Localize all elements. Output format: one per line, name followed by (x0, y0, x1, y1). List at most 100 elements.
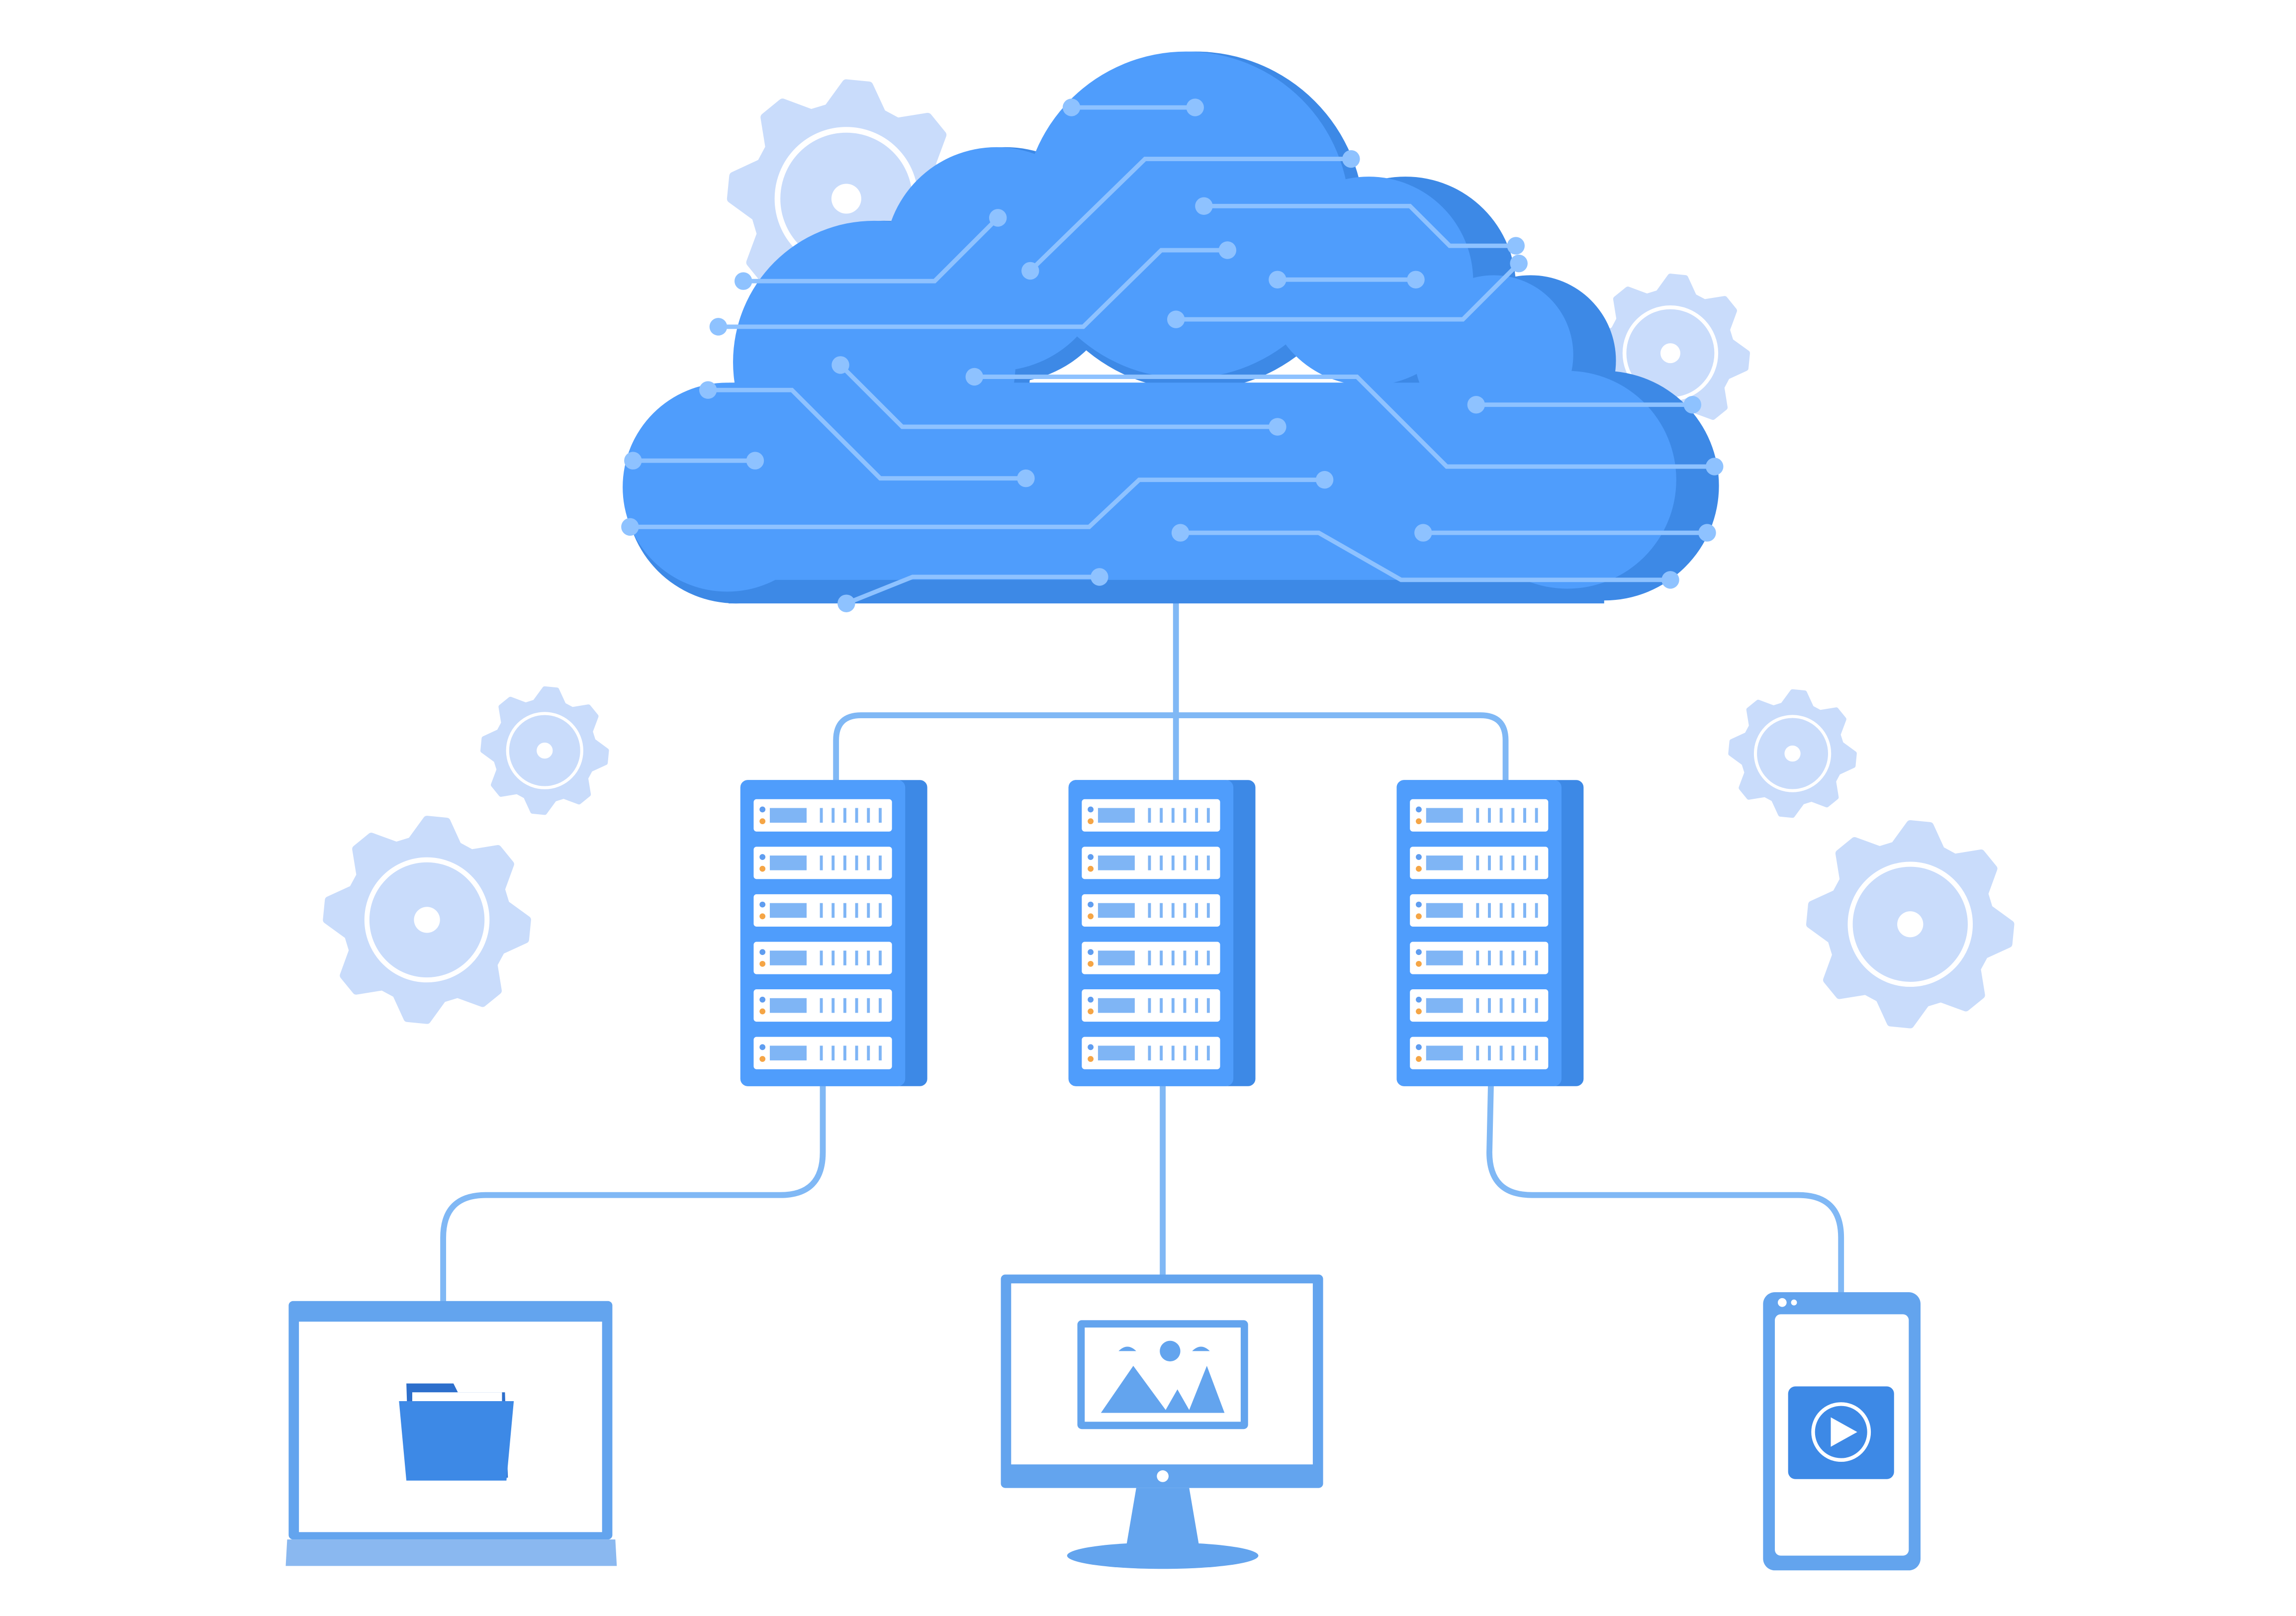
circuit-node (1342, 150, 1360, 168)
vent-bar (1499, 856, 1503, 870)
gear-hub (1897, 911, 1924, 938)
status-led (759, 854, 766, 860)
slot-label (770, 1046, 807, 1060)
image-icon (1077, 1320, 1248, 1429)
vent-bar (1511, 1046, 1515, 1060)
vent-bar (820, 856, 823, 870)
status-led (1416, 1056, 1422, 1062)
gear-icon (323, 816, 531, 1024)
status-led (759, 818, 766, 825)
vent-bar (1476, 951, 1479, 965)
vent-bar (1535, 856, 1538, 870)
status-led (1416, 996, 1422, 1003)
status-led (1088, 960, 1094, 967)
vent-bar (1535, 951, 1538, 965)
circuit-trace (838, 363, 1278, 429)
vent-bar (1183, 998, 1187, 1013)
vent-bar (831, 903, 835, 918)
vent-bar (1523, 808, 1526, 823)
vent-bar (1488, 808, 1491, 823)
vent-bar (1488, 903, 1491, 918)
gear-hub (1660, 343, 1680, 364)
slot-label (1098, 903, 1135, 918)
vent-bar (820, 951, 823, 965)
slot-label (770, 856, 807, 870)
vent-bar (855, 808, 858, 823)
circuit-node (1269, 418, 1286, 436)
vent-bar (1160, 951, 1163, 965)
circuit-node (831, 356, 849, 374)
vent-bar (1499, 903, 1503, 918)
circuit-dots (621, 98, 1724, 612)
server-to-phone-line (1486, 1086, 1844, 1294)
vent-bar (1511, 903, 1515, 918)
circuit-node (965, 368, 984, 386)
vent-bar (1206, 998, 1210, 1013)
status-led (1416, 1044, 1422, 1050)
slot-label (1098, 1046, 1135, 1060)
circuit-trace (845, 574, 1100, 606)
circuit-node (1017, 469, 1035, 487)
circuit-trace (974, 375, 1715, 469)
vent-bar (1488, 856, 1491, 870)
server-slot (1082, 799, 1220, 832)
server-slot (753, 894, 892, 927)
server-slot (1410, 1037, 1549, 1069)
slot-label (1098, 951, 1135, 965)
connector-lines (440, 596, 1844, 1304)
vent-bar (820, 1046, 823, 1060)
circuit-node (1167, 310, 1185, 328)
circuit-trace (1176, 262, 1521, 322)
vent-bar (1499, 951, 1503, 965)
slot-panel (1410, 989, 1549, 1022)
slot-panel (1410, 1037, 1549, 1069)
server-slot (1082, 847, 1220, 879)
server-slot (1410, 799, 1549, 832)
circuit-node (709, 318, 728, 336)
server-slot (1410, 942, 1549, 974)
circuit-node (837, 594, 855, 612)
status-led (1416, 818, 1422, 825)
vent-bar (843, 998, 846, 1013)
circuit-lines (630, 105, 1715, 606)
server-to-laptop-line (440, 1086, 826, 1304)
status-led (759, 996, 766, 1003)
slot-label (1426, 1046, 1463, 1060)
vent-bar (1511, 808, 1515, 823)
vent-bar (831, 998, 835, 1013)
slot-label (1426, 951, 1463, 965)
server-slot (1410, 894, 1549, 927)
gear-hub (1784, 745, 1801, 762)
vent-bar (831, 856, 835, 870)
status-led (1416, 949, 1422, 955)
status-led (1088, 806, 1094, 813)
circuit-node (699, 381, 717, 399)
circuit-node (1091, 568, 1108, 586)
vent-bar (1195, 856, 1198, 870)
status-led (1088, 913, 1094, 920)
slot-label (1098, 998, 1135, 1013)
vent-bar (1195, 1046, 1198, 1060)
server-slot (1410, 989, 1549, 1022)
slot-label (1426, 903, 1463, 918)
vent-bar (1195, 808, 1198, 823)
vent-bar (1535, 903, 1538, 918)
gear-hub (537, 742, 553, 759)
vent-bar (820, 808, 823, 823)
status-led (759, 1056, 766, 1062)
vent-bar (855, 856, 858, 870)
vent-bar (1206, 856, 1210, 870)
folder-icon (399, 1383, 514, 1481)
server-slot (1082, 894, 1220, 927)
slot-label (1426, 808, 1463, 823)
vent-bar (855, 998, 858, 1013)
vent-bar (1523, 951, 1526, 965)
server-racks (740, 780, 1584, 1086)
vent-bar (1511, 856, 1515, 870)
circuit-trace (1180, 530, 1670, 582)
vent-bar (831, 1046, 835, 1060)
vent-bar (867, 998, 870, 1013)
vent-bar (1523, 998, 1526, 1013)
status-led (1088, 996, 1094, 1003)
slot-label (1098, 856, 1135, 870)
